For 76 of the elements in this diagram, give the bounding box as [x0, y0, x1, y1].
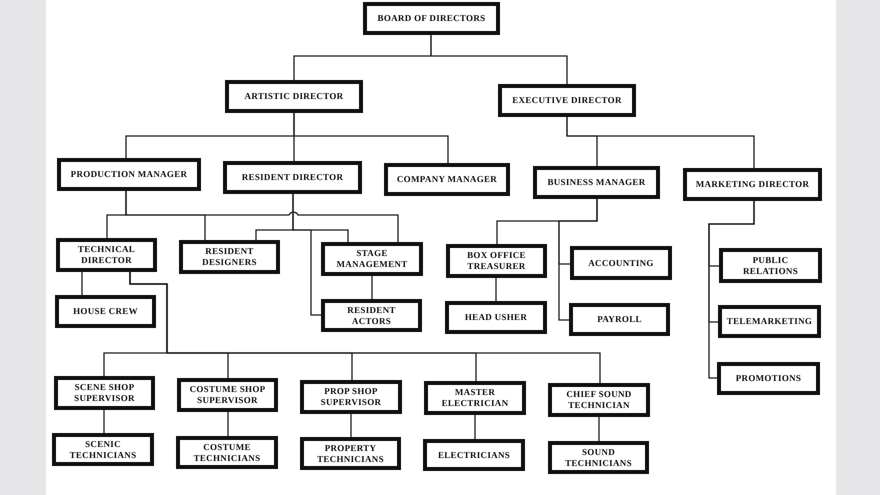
position-title: RESIDENT DIRECTOR	[242, 172, 344, 183]
position-title: BOARD OF DIRECTORS	[378, 13, 486, 24]
connector-line	[125, 191, 399, 242]
position-title: BUSINESS MANAGER	[547, 177, 646, 188]
position-title: RESIDENT ACTORS	[346, 304, 397, 326]
position-title: CHIEF SOUND TECHNICIAN	[565, 389, 633, 411]
position-box	[446, 244, 547, 278]
position-title: SOUND TECHNICIANS	[564, 446, 633, 468]
connector-line	[566, 117, 755, 168]
position-title: STAGE MANAGEMENT	[336, 248, 408, 270]
position-box	[533, 166, 660, 199]
position-box	[683, 168, 822, 201]
position-title: COSTUME TECHNICIANS	[192, 442, 262, 464]
position-box	[423, 439, 525, 471]
position-title: HOUSE CREW	[73, 306, 138, 317]
connector-line	[81, 272, 83, 295]
connector-line	[293, 113, 449, 163]
position-box	[384, 163, 510, 196]
position-title: COSTUME SHOP SUPERVISOR	[188, 384, 266, 406]
position-title: SCENIC TECHNICIANS	[68, 438, 138, 460]
position-title: TELEMARKETING	[726, 316, 812, 327]
position-box	[321, 242, 423, 276]
position-title: PROP SHOP SUPERVISOR	[320, 386, 382, 408]
position-box	[569, 303, 670, 336]
position-box	[570, 246, 672, 280]
position-title: PROMOTIONS	[736, 373, 802, 384]
connector-line	[292, 194, 321, 316]
position-title: SCENE SHOP SUPERVISOR	[73, 382, 136, 404]
position-title: RESIDENT DESIGNERS	[201, 246, 258, 268]
position-box	[718, 305, 821, 338]
position-title: EXECUTIVE DIRECTOR	[512, 95, 622, 106]
connector-line	[129, 272, 601, 383]
position-box	[498, 84, 636, 117]
position-title: PROPERTY TECHNICIANS	[316, 442, 385, 464]
position-title: PRODUCTION MANAGER	[70, 169, 188, 180]
position-box	[719, 248, 822, 283]
position-box	[445, 301, 547, 334]
connector-line	[371, 276, 373, 299]
connector-line	[103, 410, 105, 433]
position-box	[548, 383, 650, 417]
position-box	[56, 238, 157, 272]
connector-line	[708, 201, 755, 379]
position-title: ARTISTIC DIRECTOR	[244, 91, 344, 102]
position-box	[424, 381, 526, 415]
position-box	[177, 378, 278, 412]
position-box	[52, 433, 154, 466]
connector-line	[558, 199, 598, 321]
position-title: ELECTRICIANS	[438, 450, 510, 460]
position-title: ACCOUNTING	[588, 258, 654, 268]
position-box	[717, 362, 820, 395]
position-title: MASTER ELECTRICIAN	[440, 387, 510, 409]
position-box	[176, 436, 278, 469]
position-title: COMPANY MANAGER	[396, 174, 498, 185]
position-box	[363, 2, 500, 35]
connector-line	[598, 417, 600, 441]
position-title: MARKETING DIRECTOR	[696, 179, 810, 190]
position-title: TECHNICAL DIRECTOR	[76, 244, 136, 266]
connector-line	[227, 412, 229, 436]
position-box	[300, 380, 402, 414]
position-box	[321, 299, 422, 332]
position-box	[179, 240, 280, 274]
connector-line	[495, 278, 497, 301]
connector-line	[430, 35, 568, 84]
position-box	[223, 161, 362, 194]
position-box	[548, 441, 649, 474]
position-box	[55, 295, 156, 328]
position-box	[300, 437, 401, 470]
position-title: PUBLIC RELATIONS	[742, 254, 800, 276]
connector-line	[350, 414, 352, 437]
position-title: BOX OFFICE TREASURER	[466, 250, 527, 272]
position-title: PAYROLL	[597, 314, 642, 325]
position-box	[54, 376, 155, 410]
position-title: HEAD USHER	[464, 312, 528, 323]
position-box	[57, 158, 201, 191]
position-box	[225, 80, 363, 113]
connector-line	[474, 415, 476, 439]
